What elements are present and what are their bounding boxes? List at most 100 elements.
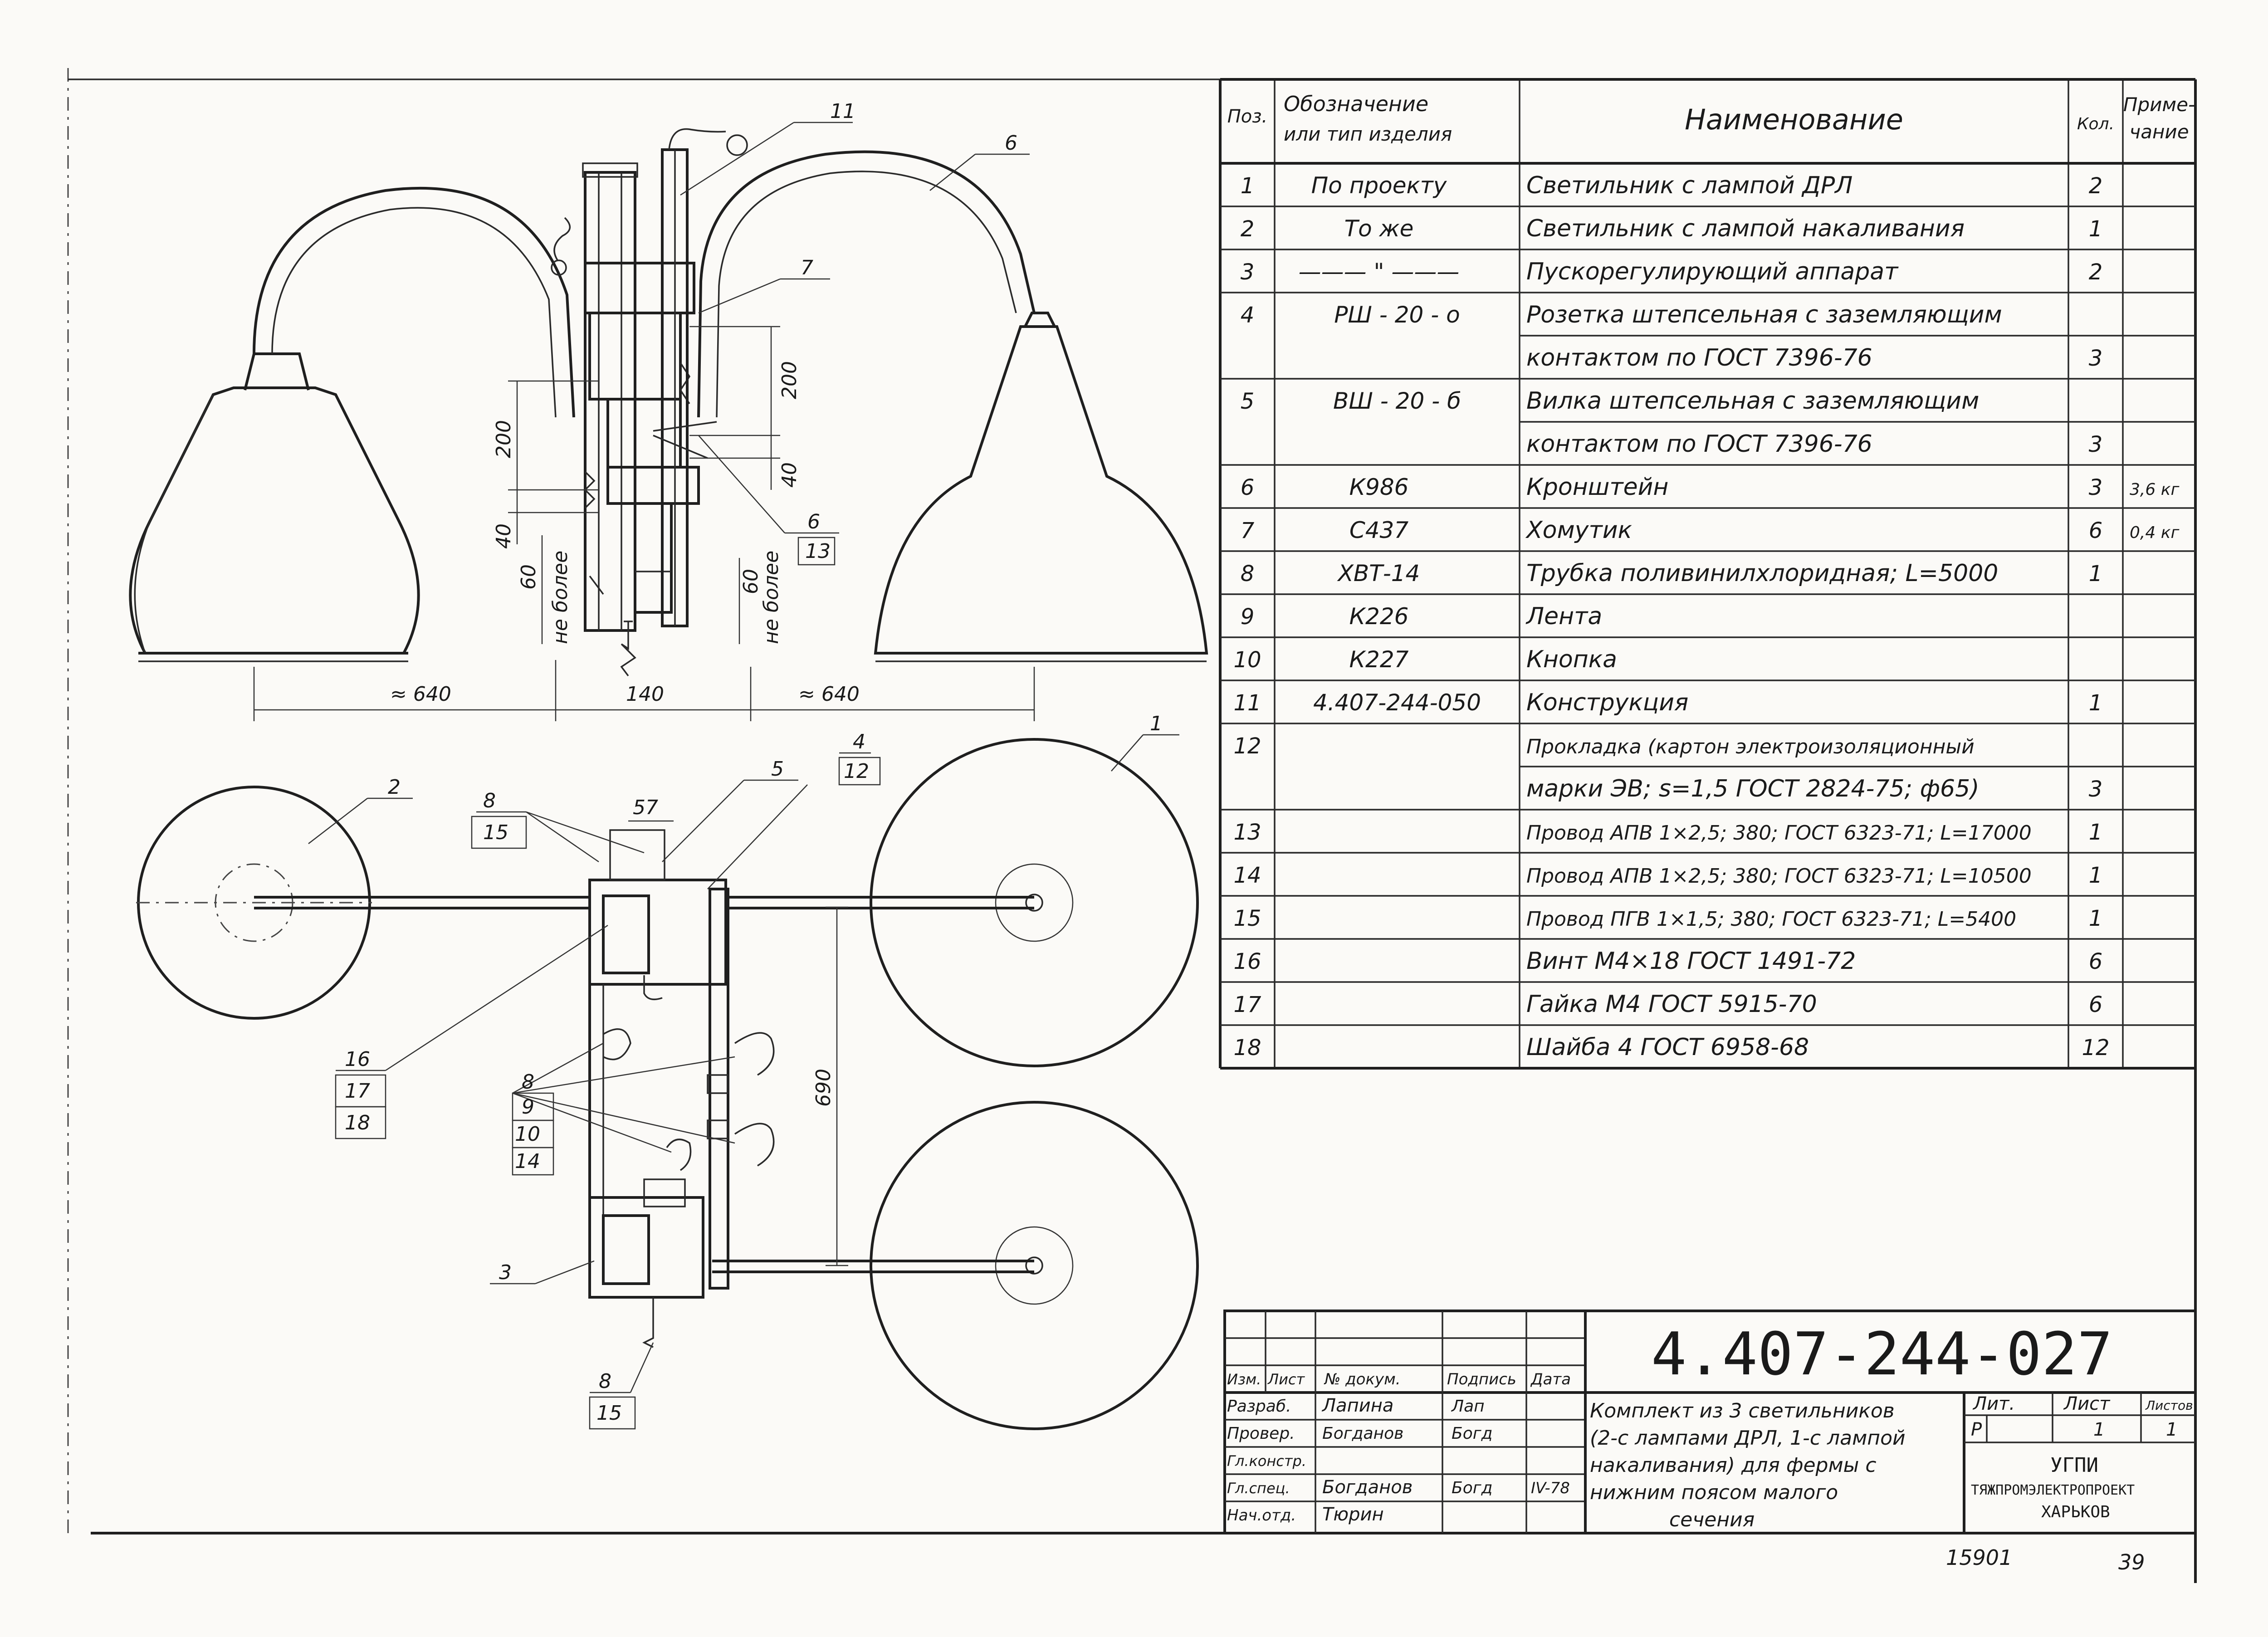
- lamp-2-plan: [136, 786, 372, 1020]
- row-20-pos: 18: [1233, 1035, 1261, 1060]
- row-0-qty: 2: [2089, 173, 2103, 199]
- col-list: Лист: [1267, 1371, 1305, 1388]
- dim-60-right: 60: [739, 569, 763, 594]
- description-line-2: (2-с лампами ДРЛ, 1-с лампой: [1590, 1427, 1906, 1450]
- not-more-left: не более: [549, 551, 572, 644]
- row-14-qty: 3: [2089, 777, 2103, 802]
- row-12-code: 4.407-244-050: [1313, 689, 1481, 716]
- left-arc-bracket: [253, 186, 575, 418]
- row-3-code: РШ - 20 - о: [1334, 302, 1460, 328]
- row-19-qty: 6: [2089, 992, 2103, 1017]
- right-lamp-shade: [874, 312, 1208, 662]
- elevation-callouts: 11 6 7 6 13: [680, 100, 1030, 566]
- plan-arms: [254, 896, 1034, 1273]
- row-1-pos: 2: [1241, 216, 1255, 242]
- org-line-3: ХАРЬКОВ: [2041, 1503, 2110, 1521]
- callout-10: 10: [515, 1123, 540, 1146]
- plan-callouts: 1 2 8 15 5 4 12 16 17 18: [308, 712, 1179, 1430]
- list-label: Лист: [2063, 1393, 2111, 1414]
- callout-11: 11: [830, 100, 855, 123]
- row-11-name: Кнопка: [1526, 646, 1617, 673]
- callout-8-c: 8: [599, 1370, 611, 1393]
- row-0-code: По проекту: [1311, 172, 1447, 199]
- lists-label: Листов: [2145, 1398, 2193, 1413]
- col-ndoc: № докум.: [1324, 1370, 1401, 1388]
- callout-4: 4: [853, 730, 865, 753]
- callout-17: 17: [345, 1080, 370, 1103]
- date-glspec: IV-78: [1531, 1479, 1570, 1497]
- row-8-code: С437: [1349, 517, 1409, 543]
- name-glspec: Богданов: [1322, 1477, 1413, 1498]
- row-17-name: Провод ПГВ 1×1,5; 380; ГОСТ 6323-71; L=5…: [1526, 908, 2016, 931]
- name-razrab: Лапина: [1321, 1395, 1393, 1416]
- callout-7: 7: [801, 256, 813, 279]
- row-4-name: контактом по ГОСТ 7396-76: [1526, 344, 1872, 371]
- row-7-code: К986: [1349, 474, 1409, 500]
- row-3-name: Розетка штепсельная с заземляющим: [1526, 301, 2002, 328]
- description-line-1: Комплект из 3 светильников: [1590, 1399, 1895, 1422]
- role-glspec: Гл.спец.: [1227, 1480, 1290, 1497]
- row-12-pos: 11: [1233, 690, 1261, 716]
- row-16-qty: 1: [2089, 863, 2103, 888]
- row-7-pos: 6: [1241, 475, 1255, 500]
- dim-200-left: 200: [492, 420, 515, 458]
- row-6-qty: 3: [2089, 432, 2103, 457]
- callout-1: 1: [1150, 712, 1163, 735]
- header-designation-2: или тип изделия: [1284, 123, 1452, 145]
- doc-number: 4.407-244-027: [1651, 1319, 2112, 1388]
- org-line-2: ТЯЖПРОМЭЛЕКТРОПРОЕКТ: [1971, 1482, 2135, 1498]
- role-glkonstr: Гл.констр.: [1227, 1452, 1306, 1470]
- description-line-4: нижним поясом малого: [1590, 1481, 1838, 1504]
- truss-assembly: [551, 128, 748, 677]
- row-15-pos: 13: [1233, 820, 1261, 845]
- row-1-code: То же: [1344, 215, 1414, 242]
- description-line-3: накаливания) для фермы с: [1590, 1454, 1877, 1477]
- row-19-pos: 17: [1233, 992, 1261, 1017]
- callout-18: 18: [345, 1111, 370, 1134]
- row-8-pos: 7: [1241, 518, 1255, 543]
- row-6-name: контактом по ГОСТ 7396-76: [1526, 430, 1872, 458]
- row-0-pos: 1: [1241, 173, 1255, 199]
- header-qty: Кол.: [2077, 115, 2114, 133]
- col-date: Дата: [1530, 1370, 1571, 1388]
- row-7-qty: 3: [2089, 475, 2103, 500]
- row-5-pos: 5: [1241, 389, 1255, 414]
- row-18-name: Винт М4×18 ГОСТ 1491-72: [1526, 948, 1856, 975]
- lists-value: 1: [2166, 1419, 2177, 1440]
- right-arc-bracket: [697, 150, 1036, 418]
- callout-5: 5: [771, 757, 784, 781]
- row-8-name: Хомутик: [1525, 517, 1633, 544]
- row-3-pos: 4: [1241, 303, 1255, 328]
- row-19-name: Гайка М4 ГОСТ 5915-70: [1526, 991, 1817, 1018]
- callout-9: 9: [522, 1095, 534, 1119]
- row-1-qty: 1: [2089, 216, 2103, 242]
- row-13-pos: 12: [1233, 733, 1261, 759]
- not-more-right: не более: [760, 551, 783, 644]
- row-7-note: 3,6 кг: [2130, 480, 2180, 499]
- row-5-code: ВШ - 20 - б: [1333, 388, 1461, 414]
- row-20-qty: 12: [2082, 1035, 2109, 1060]
- row-2-qty: 2: [2089, 259, 2103, 285]
- name-prover: Богданов: [1322, 1424, 1403, 1443]
- org-line-1: УГПИ: [2050, 1454, 2098, 1477]
- lit-value: Р: [1971, 1419, 1982, 1440]
- row-1-name: Светильник с лампой накаливания: [1526, 215, 1965, 242]
- callout-14: 14: [515, 1150, 540, 1173]
- row-11-code: К227: [1349, 646, 1409, 673]
- lit-label: Лит.: [1972, 1393, 2015, 1414]
- dim-60-left: 60: [517, 564, 540, 590]
- title-block: 4.407-244-027 Изм. Лист № докум. Подпись…: [1223, 1310, 2197, 1534]
- row-15-qty: 1: [2089, 820, 2103, 845]
- row-2-pos: 3: [1241, 259, 1255, 285]
- col-sign: Подпись: [1447, 1370, 1516, 1388]
- callout-12: 12: [844, 760, 869, 783]
- callout-15-a: 15: [483, 821, 508, 844]
- role-nachotd: Нач.отд.: [1227, 1506, 1296, 1525]
- callout-8-a: 8: [483, 789, 496, 812]
- callout-6-bottom: 6: [807, 510, 820, 533]
- left-lamp-shade: [129, 352, 420, 662]
- dim-57: 57: [633, 796, 658, 819]
- role-prover: Провер.: [1227, 1424, 1295, 1443]
